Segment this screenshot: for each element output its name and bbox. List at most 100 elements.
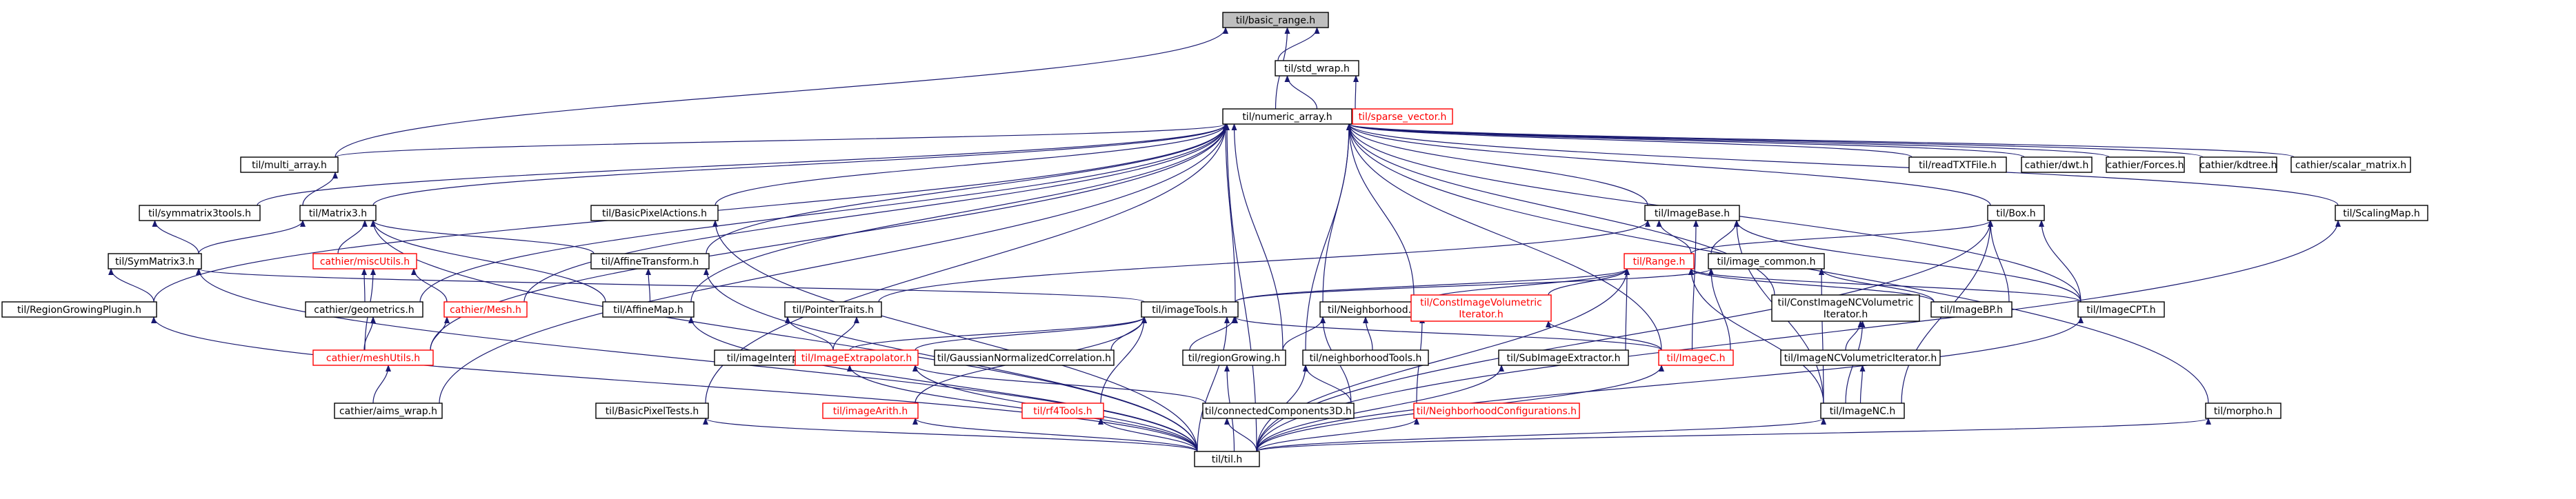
node-aims_wrap[interactable]: cathier/aims_wrap.h xyxy=(334,403,443,419)
node-constimagevolumetric-label: til/ConstImageVolumetric xyxy=(1420,298,1542,309)
edge-til-to-matrix3 xyxy=(370,220,1198,452)
node-image_common-label: til/image_common.h xyxy=(1717,256,1816,267)
edge-symmatrix3-to-matrix3 xyxy=(198,220,306,254)
edge-imagenc-to-range xyxy=(1688,268,1824,404)
node-gaussiannc-label: til/GaussianNormalizedCorrelation.h xyxy=(937,353,1111,364)
node-image_common[interactable]: til/image_common.h xyxy=(1708,253,1825,269)
node-imagetools-label: til/imageTools.h xyxy=(1152,305,1227,316)
edge-til-to-subimageextractor xyxy=(1256,365,1504,452)
node-imagec[interactable]: til/ImageC.h xyxy=(1658,349,1734,366)
node-geometrics-label: cathier/geometrics.h xyxy=(314,305,414,316)
node-sparse_vector[interactable]: til/sparse_vector.h xyxy=(1352,108,1453,125)
node-basic_range[interactable]: til/basic_range.h xyxy=(1222,12,1329,28)
node-imageextrapolator[interactable]: til/ImageExtrapolator.h xyxy=(795,349,919,366)
edge-mesh-to-miscutils xyxy=(411,268,448,303)
node-std_wrap-label: til/std_wrap.h xyxy=(1284,63,1350,74)
node-std_wrap-box xyxy=(1275,60,1359,77)
node-numeric_array[interactable]: til/numeric_array.h xyxy=(1222,108,1352,125)
node-til[interactable]: til/til.h xyxy=(1194,451,1260,467)
edge-imagenc-to-image_common xyxy=(1819,268,1825,404)
node-regiongrowingplugin-box xyxy=(1,301,157,318)
node-matrix3-box xyxy=(299,205,377,221)
node-imagebase[interactable]: til/ImageBase.h xyxy=(1644,205,1740,221)
node-til-label: til/til.h xyxy=(1212,454,1243,465)
node-basicpixeltests[interactable]: til/BasicPixelTests.h xyxy=(595,403,709,419)
node-mesh[interactable]: cathier/Mesh.h xyxy=(443,301,528,318)
node-basicpixelactions[interactable]: til/BasicPixelActions.h xyxy=(590,205,719,221)
node-affinemap[interactable]: til/AffineMap.h xyxy=(602,301,695,318)
node-meshutils[interactable]: cathier/meshUtils.h xyxy=(312,349,434,366)
edge-range-to-imagebase xyxy=(1656,220,1692,254)
node-std_wrap[interactable]: til/std_wrap.h xyxy=(1275,60,1359,77)
node-kdtree[interactable]: cathier/kdtree.h xyxy=(2199,156,2277,173)
edge-matrix3-to-multi_array xyxy=(302,172,338,206)
edge-pointertraits-to-imagebase xyxy=(878,220,1650,303)
node-miscutils[interactable]: cathier/miscUtils.h xyxy=(312,253,417,269)
edge-imageinterpolation-to-pointertraits xyxy=(785,316,834,351)
edge-imagec-to-imagebase xyxy=(1691,220,1699,351)
edge-imagebp-to-image_common xyxy=(1819,268,1935,303)
node-box[interactable]: til/Box.h xyxy=(1987,205,2045,221)
node-matrix3[interactable]: til/Matrix3.h xyxy=(299,205,377,221)
node-regiongrowing[interactable]: til/regionGrowing.h xyxy=(1182,349,1286,366)
node-affinetransform-box xyxy=(590,253,710,269)
node-imagecpt-box xyxy=(2077,301,2165,318)
edge-affinemap-to-numeric_array xyxy=(690,123,1228,303)
edge-imageextrapolator-to-imagetools xyxy=(915,316,1147,351)
node-subimageextractor-label: til/SubImageExtractor.h xyxy=(1507,353,1621,364)
node-pointertraits-label: til/PointerTraits.h xyxy=(792,305,874,316)
node-basicpixeltests-label: til/BasicPixelTests.h xyxy=(606,406,699,417)
edge-miscutils-to-matrix3 xyxy=(337,220,368,254)
node-imagenc[interactable]: til/ImageNC.h xyxy=(1820,403,1905,419)
node-imagecpt[interactable]: til/ImageCPT.h xyxy=(2077,301,2165,318)
edges-layer xyxy=(108,27,2341,452)
edge-imagec-to-image_common xyxy=(1708,268,1731,351)
nodes-layer: til/basic_range.h til/std_wrap.h til/numer… xyxy=(1,12,2428,467)
node-subimageextractor[interactable]: til/SubImageExtractor.h xyxy=(1498,349,1629,366)
node-imagencvolumetriciterator[interactable]: til/ImageNCVolumetricIterator.h xyxy=(1780,349,1941,366)
node-neighborhoodtools[interactable]: til/neighborhoodTools.h xyxy=(1302,349,1429,366)
node-scalar_matrix[interactable]: cathier/scalar_matrix.h xyxy=(2290,156,2411,173)
node-imagearith[interactable]: til/imageArith.h xyxy=(822,403,919,419)
node-pointertraits[interactable]: til/PointerTraits.h xyxy=(784,301,882,318)
node-box-box xyxy=(1987,205,2045,221)
node-readtxtfile[interactable]: til/readTXTFile.h xyxy=(1908,156,2007,173)
edge-dwt-to-numeric_array xyxy=(1346,123,2025,158)
node-gaussiannc[interactable]: til/GaussianNormalizedCorrelation.h xyxy=(934,349,1115,366)
edge-numeric_array-to-std_wrap xyxy=(1284,75,1318,110)
node-multi_array[interactable]: til/multi_array.h xyxy=(240,156,339,173)
edge-aims_wrap-to-numeric_array xyxy=(439,123,1228,404)
node-mesh-label: cathier/Mesh.h xyxy=(450,305,521,316)
node-symmatrix3-label: til/SymMatrix3.h xyxy=(115,256,194,267)
node-affinetransform[interactable]: til/AffineTransform.h xyxy=(590,253,710,269)
node-neighborhood[interactable]: til/Neighborhood.h xyxy=(1319,301,1426,318)
node-dwt[interactable]: cathier/dwt.h xyxy=(2021,156,2093,173)
edge-connectedcomponents3d-to-imageextrapolator xyxy=(912,365,1206,404)
node-neighborhoodconfigurations[interactable]: til/NeighborhoodConfigurations.h xyxy=(1413,403,1580,419)
node-imagebase-label: til/ImageBase.h xyxy=(1655,208,1730,219)
node-morpho[interactable]: til/morpho.h xyxy=(2205,403,2282,419)
node-connectedcomponents3d[interactable]: til/connectedComponents3D.h xyxy=(1202,403,1355,419)
node-imagetools[interactable]: til/imageTools.h xyxy=(1141,301,1239,318)
node-regiongrowingplugin[interactable]: til/RegionGrowingPlugin.h xyxy=(1,301,157,318)
node-symmatrix3tools[interactable]: til/symmatrix3tools.h xyxy=(139,205,261,221)
node-rf4tools[interactable]: til/rf4Tools.h xyxy=(1021,403,1104,419)
node-imagebp[interactable]: til/ImageBP.h xyxy=(1930,301,2013,318)
node-range[interactable]: til/Range.h xyxy=(1624,253,1695,269)
node-symmatrix3tools-box xyxy=(139,205,261,221)
node-geometrics[interactable]: cathier/geometrics.h xyxy=(305,301,423,318)
node-forces[interactable]: cathier/Forces.h xyxy=(2106,156,2185,173)
edge-til-to-basicpixeltests xyxy=(703,418,1198,452)
node-basic_range-box xyxy=(1222,12,1329,28)
edge-neighborhoodtools-to-numeric_array xyxy=(1305,123,1352,351)
edge-imageextrapolator-to-pointertraits xyxy=(832,316,859,351)
node-neighborhoodconfigurations-label: til/NeighborhoodConfigurations.h xyxy=(1417,406,1577,417)
node-connectedcomponents3d-box xyxy=(1202,403,1355,419)
node-kdtree-box xyxy=(2199,156,2277,173)
node-regiongrowing-box xyxy=(1182,349,1286,366)
node-scalingmap[interactable]: til/ScalingMap.h xyxy=(2335,205,2428,221)
node-symmatrix3[interactable]: til/SymMatrix3.h xyxy=(108,253,202,269)
node-multi_array-box xyxy=(240,156,339,173)
